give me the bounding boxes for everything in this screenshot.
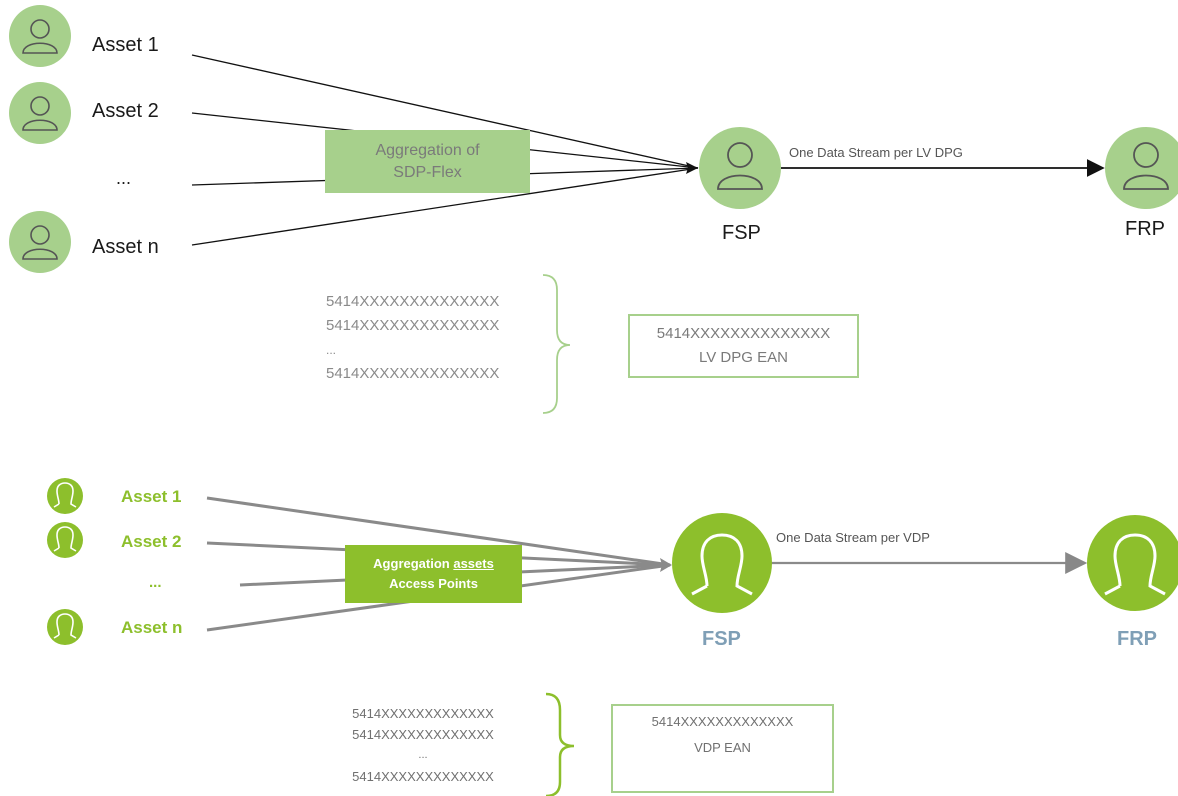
bottom-stream-label: One Data Stream per VDP [776, 530, 930, 545]
bottom-asset-n-icon [47, 609, 83, 645]
bottom-asset-n-label: Asset n [121, 618, 183, 637]
top-aggregation-box: Aggregation of SDP-Flex [325, 130, 530, 193]
top-frp-icon [1105, 127, 1178, 209]
top-asset-2-label: Asset 2 [92, 100, 159, 122]
bottom-aggregation-box: Aggregation assets Access Points [345, 545, 522, 603]
top-result-box: 5414XXXXXXXXXXXXXX LV DPG EAN [628, 314, 859, 378]
top-frp-label: FRP [1125, 218, 1165, 240]
top-asset-n-icon [9, 211, 71, 273]
top-fsp-arrowhead [686, 162, 698, 174]
top-aggregation-line-2: SDP-Flex [393, 163, 462, 181]
top-asset-2-icon [9, 82, 71, 144]
bottom-link-asset-1 [206, 496, 671, 567]
top-ean-item: ... [326, 343, 337, 357]
bottom-asset-1-label: Asset 1 [121, 487, 182, 506]
bottom-asset-1-icon [47, 478, 83, 514]
bottom-aggregation-underlined: assets [453, 556, 494, 571]
bottom-aggregation-prefix: Aggregation [373, 556, 454, 571]
top-aggregation-line-1: Aggregation of [375, 141, 480, 159]
bottom-fsp-icon [672, 513, 772, 613]
bottom-frp-label: FRP [1117, 628, 1157, 650]
bottom-ean-item: 5414XXXXXXXXXXXXX [352, 727, 494, 742]
top-result-label: LV DPG EAN [699, 349, 788, 366]
top-ean-item: 5414XXXXXXXXXXXXXX [326, 293, 500, 310]
top-fsp-icon [699, 127, 781, 209]
bottom-fsp-label: FSP [702, 628, 741, 650]
bottom-ean-item: ... [418, 749, 428, 761]
top-brace [542, 274, 571, 414]
top-stream-label: One Data Stream per LV DPG [789, 145, 963, 160]
bottom-ean-item: 5414XXXXXXXXXXXXX [352, 706, 494, 721]
top-asset-1-icon [9, 5, 71, 67]
bottom-asset-ellipsis: ... [149, 574, 162, 591]
top-ean-item: 5414XXXXXXXXXXXXXX [326, 365, 500, 382]
bottom-aggregation-line-1: Aggregation assets [373, 554, 494, 574]
top-link-asset-1 [191, 54, 699, 169]
bottom-aggregation-line-2: Access Points [389, 576, 478, 591]
bottom-brace [545, 692, 575, 796]
bottom-asset-2-icon [47, 522, 83, 558]
top-link-asset-n [191, 167, 699, 246]
bottom-ean-item: 5414XXXXXXXXXXXXX [352, 769, 494, 784]
bottom-result-box: 5414XXXXXXXXXXXXX VDP EAN [611, 704, 834, 793]
top-asset-n-label: Asset n [92, 236, 159, 258]
top-result-ean: 5414XXXXXXXXXXXXXX [656, 325, 831, 342]
bottom-fsp-arrowhead [660, 558, 672, 572]
bottom-asset-2-label: Asset 2 [121, 532, 182, 551]
top-asset-1-label: Asset 1 [92, 34, 159, 56]
top-ean-list: 5414XXXXXXXXXXXXXX 5414XXXXXXXXXXXXXX ..… [326, 290, 499, 386]
bottom-result-label: VDP EAN [694, 740, 751, 755]
top-asset-ellipsis: ... [116, 168, 132, 188]
bottom-ean-list: 5414XXXXXXXXXXXXX 5414XXXXXXXXXXXXX ... … [343, 703, 503, 787]
top-ean-item: 5414XXXXXXXXXXXXXX [326, 317, 500, 334]
bottom-frp-icon [1087, 515, 1178, 611]
top-fsp-label: FSP [722, 222, 761, 244]
bottom-result-ean: 5414XXXXXXXXXXXXX [651, 714, 794, 729]
